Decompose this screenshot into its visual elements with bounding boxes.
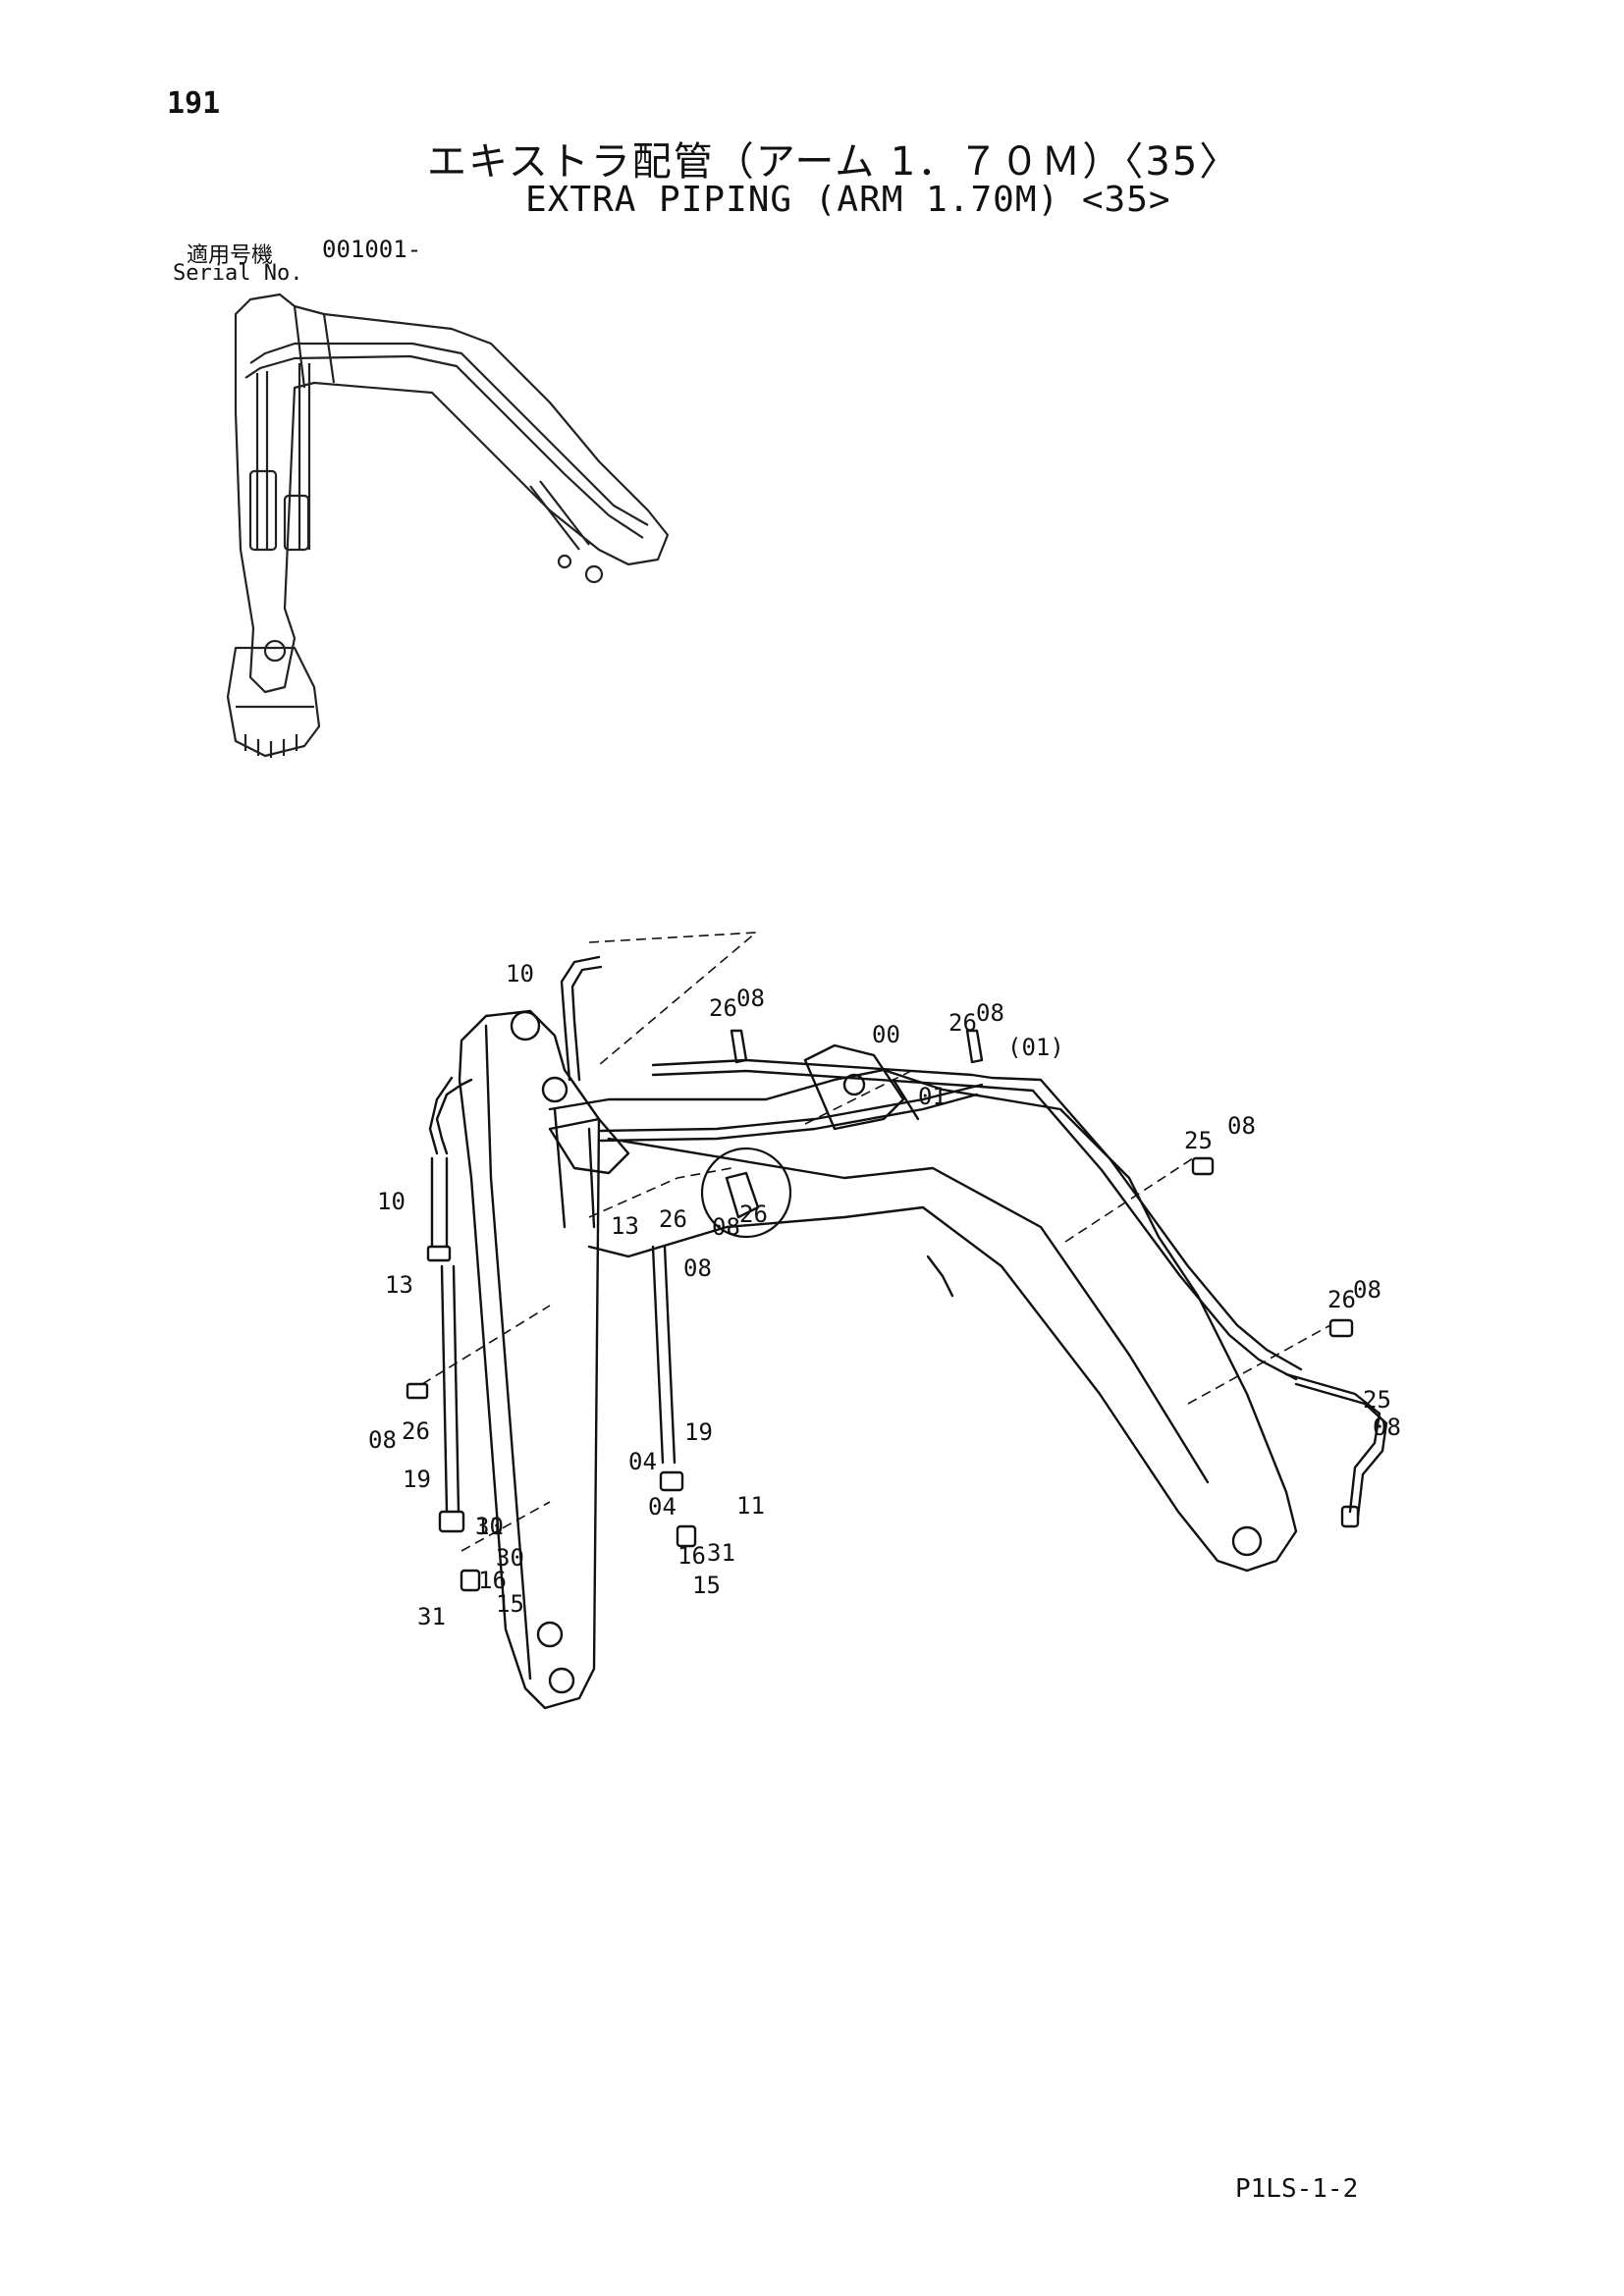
part-number-label: 11 <box>475 1513 504 1540</box>
page-title-japanese: エキストラ配管（アーム 1．７０Ｍ）〈35〉 <box>427 139 1241 185</box>
part-number-label: 11 <box>736 1492 765 1520</box>
part-number-label: 08 <box>1353 1276 1381 1304</box>
part-number-label: 04 <box>648 1493 677 1521</box>
part-number-label: 30 <box>475 1513 504 1540</box>
part-number-label: 13 <box>611 1212 639 1240</box>
part-number-label: 10 <box>377 1188 406 1215</box>
part-number-label: 08 <box>976 999 1004 1027</box>
part-number-label: 26 <box>659 1205 687 1233</box>
part-number-label: 10 <box>506 960 534 988</box>
part-number-label: 08 <box>368 1426 397 1454</box>
part-number-label: 01 <box>918 1083 947 1110</box>
catalog-code: P1LS-1-2 <box>1235 2174 1359 2204</box>
part-number-label: 15 <box>496 1590 524 1618</box>
serial-number-value: 001001- <box>322 236 422 263</box>
part-number-label: 00 <box>872 1021 900 1048</box>
part-number-label: 26 <box>402 1417 430 1445</box>
part-number-label: 26 <box>739 1201 768 1228</box>
part-number-label: 08 <box>1373 1414 1401 1441</box>
part-number-label: 31 <box>707 1539 735 1567</box>
part-number-label: 08 <box>1227 1112 1256 1140</box>
part-number-label: 16 <box>677 1542 706 1570</box>
part-number-label: 08 <box>736 985 765 1012</box>
part-number-label: 25 <box>1184 1127 1213 1154</box>
page-title-english: EXTRA PIPING (ARM 1.70M) <35> <box>525 180 1171 220</box>
part-number-label: 19 <box>403 1466 431 1493</box>
part-number-label: 08 <box>683 1255 712 1282</box>
part-number-label: 26 <box>1327 1286 1356 1313</box>
part-number-label: 25 <box>1363 1386 1391 1414</box>
part-number-label: 26 <box>948 1009 977 1037</box>
part-number-label: 16 <box>478 1567 507 1594</box>
serial-label-english: Serial No. <box>173 261 303 286</box>
serial-label-japanese: 適用号機 <box>187 243 274 268</box>
part-number-label: 15 <box>692 1572 721 1599</box>
part-number-label: 13 <box>385 1271 413 1299</box>
part-number-label: 19 <box>684 1418 713 1446</box>
part-number-label: 30 <box>496 1544 524 1572</box>
part-number-label: 31 <box>417 1603 446 1630</box>
part-number-label: (01) <box>1007 1034 1064 1061</box>
part-number-label: 08 <box>712 1213 740 1241</box>
part-number-label: 26 <box>709 994 737 1022</box>
page-number: 191 <box>167 86 221 121</box>
part-number-label: 04 <box>628 1448 657 1475</box>
detail-callout-circle <box>700 1147 792 1239</box>
